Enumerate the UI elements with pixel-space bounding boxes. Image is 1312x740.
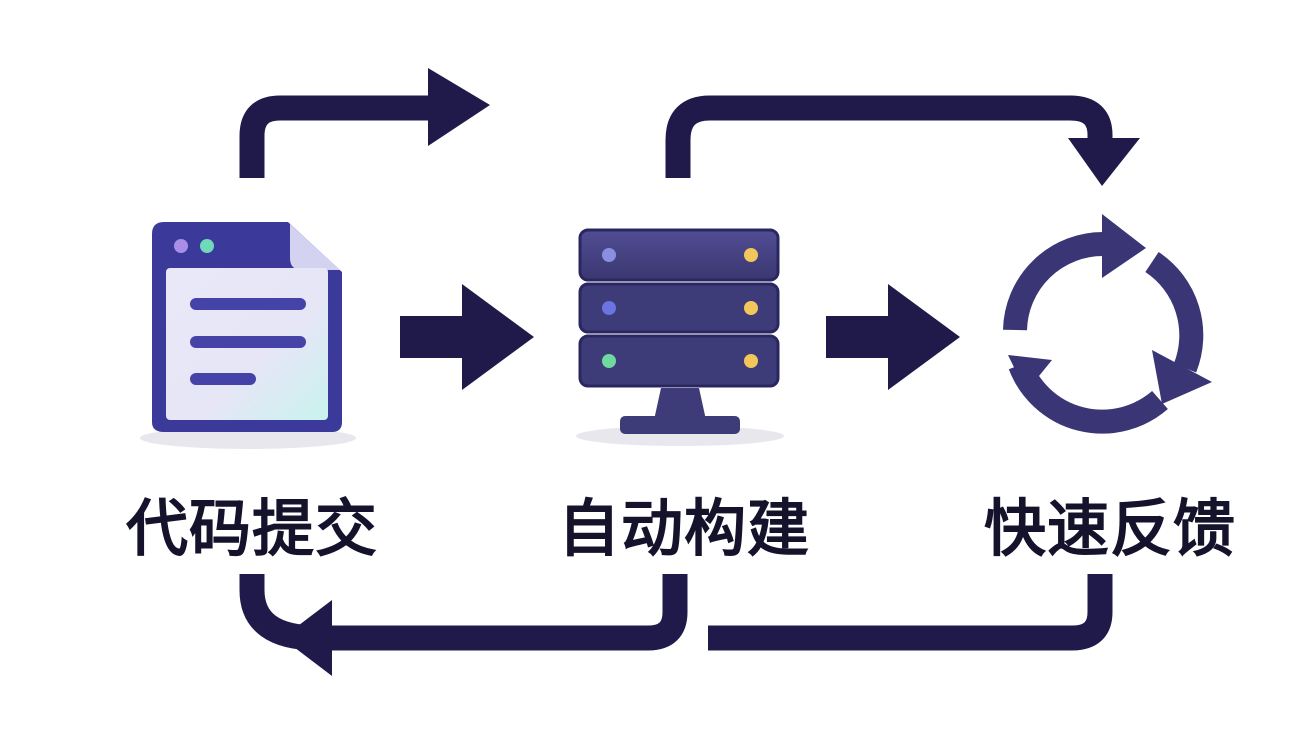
arrow-top-left [239,68,490,178]
arrow-server-to-cycle [826,284,960,390]
arrow-doc-to-server [400,284,534,390]
arrow-top-right [665,95,1140,186]
server-stack-icon [576,228,784,446]
stage-label-fast-feedback: 快速反馈 [983,492,1237,565]
cycle-refresh-icon [1003,214,1212,434]
stage-label-auto-build: 自动构建 [557,492,811,565]
arrow-bottom-left [239,574,688,676]
arrow-bottom-right [708,574,1113,651]
stage-label-code-commit: 代码提交 [125,492,379,565]
code-document-icon [140,222,356,449]
